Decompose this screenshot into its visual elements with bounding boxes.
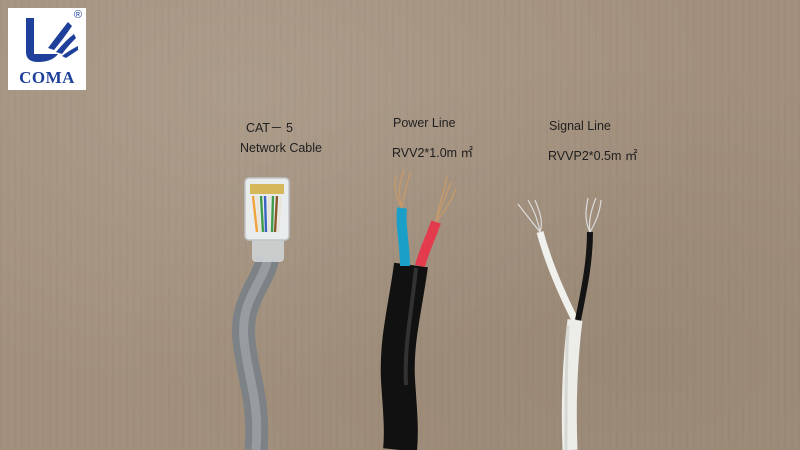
power-cable — [380, 169, 457, 450]
blue-core — [396, 207, 410, 267]
copper-strands-power — [394, 169, 457, 223]
cable-label-signal-line1: Signal Line — [549, 119, 611, 133]
coma-logo: ® COMA — [8, 8, 86, 90]
white-core — [536, 231, 579, 322]
cable-label-signal-line2: RVVP2*0.5m ㎡ — [548, 149, 638, 163]
black-core — [575, 231, 593, 321]
signal-cable — [517, 197, 602, 450]
cable-label-network-line1: CAT－ 5 — [246, 121, 293, 135]
network-cable — [232, 177, 290, 450]
coma-logo-mark — [26, 18, 78, 62]
cable-label-network-line2: Network Cable — [240, 141, 322, 155]
registered-mark: ® — [73, 9, 82, 21]
cable-label-power-line1: Power Line — [393, 116, 456, 130]
logo-brand-text: COMA — [19, 68, 75, 87]
cable-label-power-line2: RVV2*1.0m ㎡ — [392, 146, 474, 160]
shield-strands-signal — [517, 197, 602, 233]
red-core — [415, 220, 441, 268]
